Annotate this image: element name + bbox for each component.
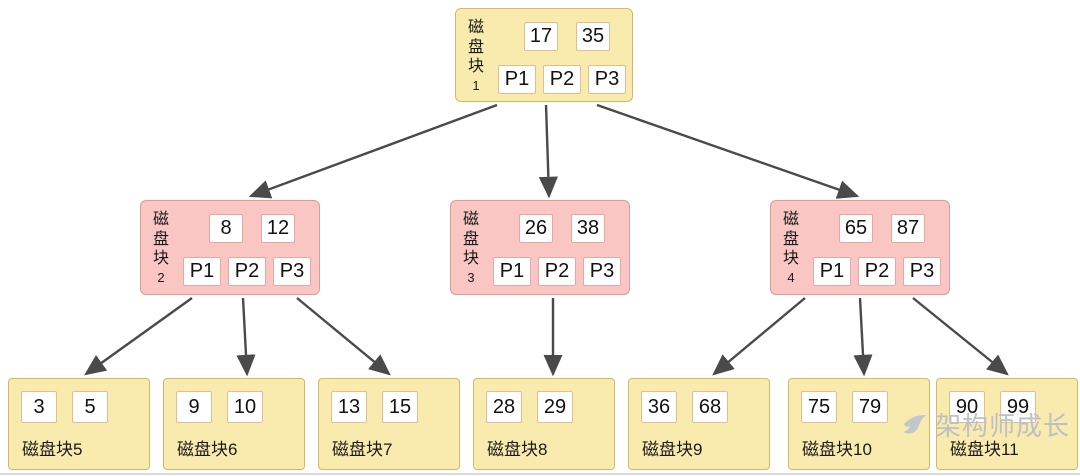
watermark-logo-icon [901,411,929,439]
key-cell: 35 [576,22,610,51]
leaf-label: 磁盘块8 [487,440,548,459]
leaf-node-disk-block-7: 13 15 磁盘块7 [318,378,460,470]
key-cell: 26 [519,214,553,243]
value-cell: 28 [486,391,522,423]
value-cell: 3 [21,391,57,423]
value-cell: 9 [176,391,212,423]
leaf-label: 磁盘块5 [22,440,83,459]
pointer-cell: P3 [588,65,626,94]
value-cell: 90 [949,391,985,423]
leaf-label: 磁盘块7 [332,440,393,459]
pointer-cell: P2 [858,257,896,286]
node-label-number: 4 [787,269,795,285]
leaf-label: 磁盘块9 [642,440,703,459]
node-label-text: 磁盘块 [467,19,484,76]
key-cell: 87 [891,214,925,243]
watermark-text: 架构师成长 [934,411,1070,441]
key-cell: 17 [524,22,558,51]
leaf-node-disk-block-8: 28 29 磁盘块8 [473,378,615,470]
value-cell: 15 [382,391,418,423]
key-cell: 65 [839,214,873,243]
node-label-number: 2 [157,269,165,285]
pointer-cell: P1 [813,257,851,286]
key-cell: 38 [571,214,605,243]
leaf-node-disk-block-11: 90 99 磁盘块11 [936,378,1078,470]
internal-node-disk-block-2: 磁盘块 2 8 12 P1 P2 P3 [140,200,320,295]
value-cell: 68 [692,391,728,423]
node-label-text: 磁盘块 [782,211,799,268]
key-cell: 12 [261,214,295,243]
leaf-label: 磁盘块10 [802,440,872,459]
value-cell: 13 [331,391,367,423]
bottom-divider [0,473,1080,475]
node-label: 磁盘块 2 [151,210,171,285]
root-node-disk-block-1: 磁盘块 1 17 35 P1 P2 P3 [455,8,633,102]
leaf-label: 磁盘块11 [950,440,1019,459]
pointer-cell: P2 [538,257,576,286]
node-label-number: 1 [472,77,480,93]
pointer-cell: P3 [583,257,621,286]
pointer-cell: P3 [273,257,311,286]
value-cell: 10 [227,391,263,423]
leaf-node-disk-block-5: 3 5 磁盘块5 [8,378,150,470]
watermark: 架构师成长 [901,406,1070,443]
value-cell: 29 [537,391,573,423]
node-label-number: 3 [467,269,475,285]
value-cell: 99 [1000,391,1036,423]
value-cell: 75 [801,391,837,423]
leaf-node-disk-block-9: 36 68 磁盘块9 [628,378,770,470]
pointer-cell: P2 [543,65,581,94]
pointer-cell: P3 [903,257,941,286]
pointer-cell: P2 [228,257,266,286]
leaf-node-disk-block-6: 9 10 磁盘块6 [163,378,305,470]
node-label: 磁盘块 1 [466,18,486,93]
pointer-cell: P1 [183,257,221,286]
pointer-cell: P1 [498,65,536,94]
node-label-text: 磁盘块 [152,211,169,268]
internal-node-disk-block-4: 磁盘块 4 65 87 P1 P2 P3 [770,200,950,295]
pointer-cell: P1 [493,257,531,286]
value-cell: 5 [72,391,108,423]
node-label: 磁盘块 3 [461,210,481,285]
value-cell: 36 [641,391,677,423]
value-cell: 79 [852,391,888,423]
internal-node-disk-block-3: 磁盘块 3 26 38 P1 P2 P3 [450,200,630,295]
leaf-label: 磁盘块6 [177,440,238,459]
key-cell: 8 [209,214,243,243]
node-label-text: 磁盘块 [462,211,479,268]
node-label: 磁盘块 4 [781,210,801,285]
